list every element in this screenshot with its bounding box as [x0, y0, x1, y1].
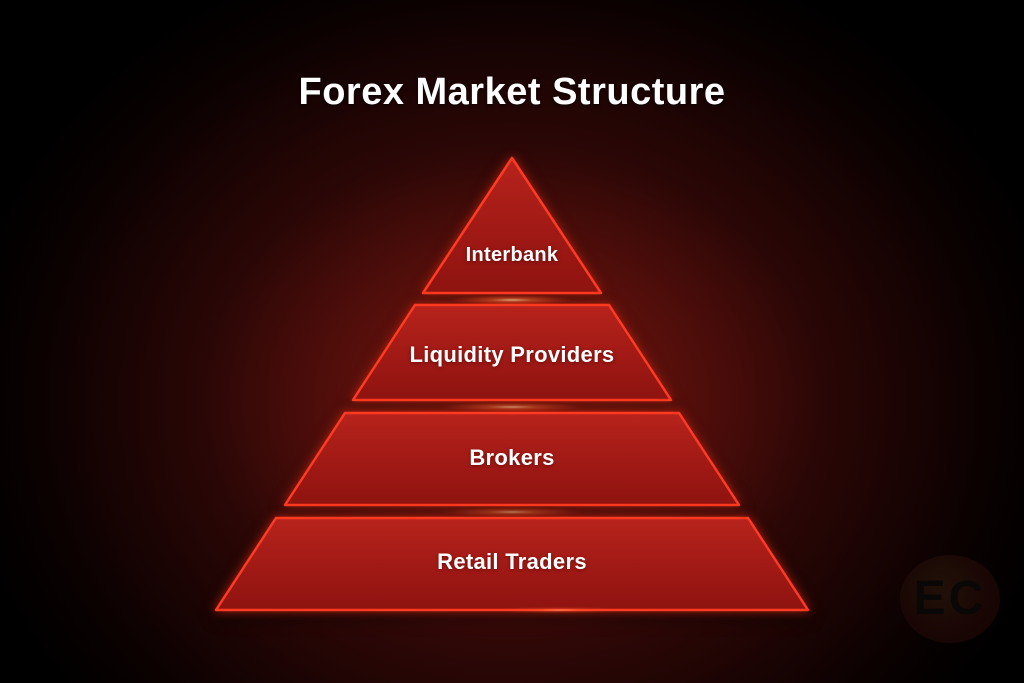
glow-hotspot [440, 507, 584, 517]
ec-logo: EC [900, 555, 1000, 643]
tier-shape-liquidity-providers [351, 303, 673, 402]
glow-hotspot [450, 295, 574, 305]
ec-logo-text: EC [913, 572, 987, 625]
glow-hotspot [440, 402, 584, 412]
tier-label-retail-traders: Retail Traders [437, 549, 587, 574]
tier-shape-retail-traders [214, 516, 810, 612]
tier-shape-brokers [283, 411, 741, 507]
page-title: Forex Market Structure [298, 71, 726, 113]
tier-label-brokers: Brokers [469, 445, 555, 470]
tier-shape-interbank [421, 156, 603, 295]
tier-label-liquidity-providers: Liquidity Providers [409, 342, 615, 367]
glow-hotspot [500, 606, 620, 614]
tier-label-interbank: Interbank [465, 244, 559, 266]
